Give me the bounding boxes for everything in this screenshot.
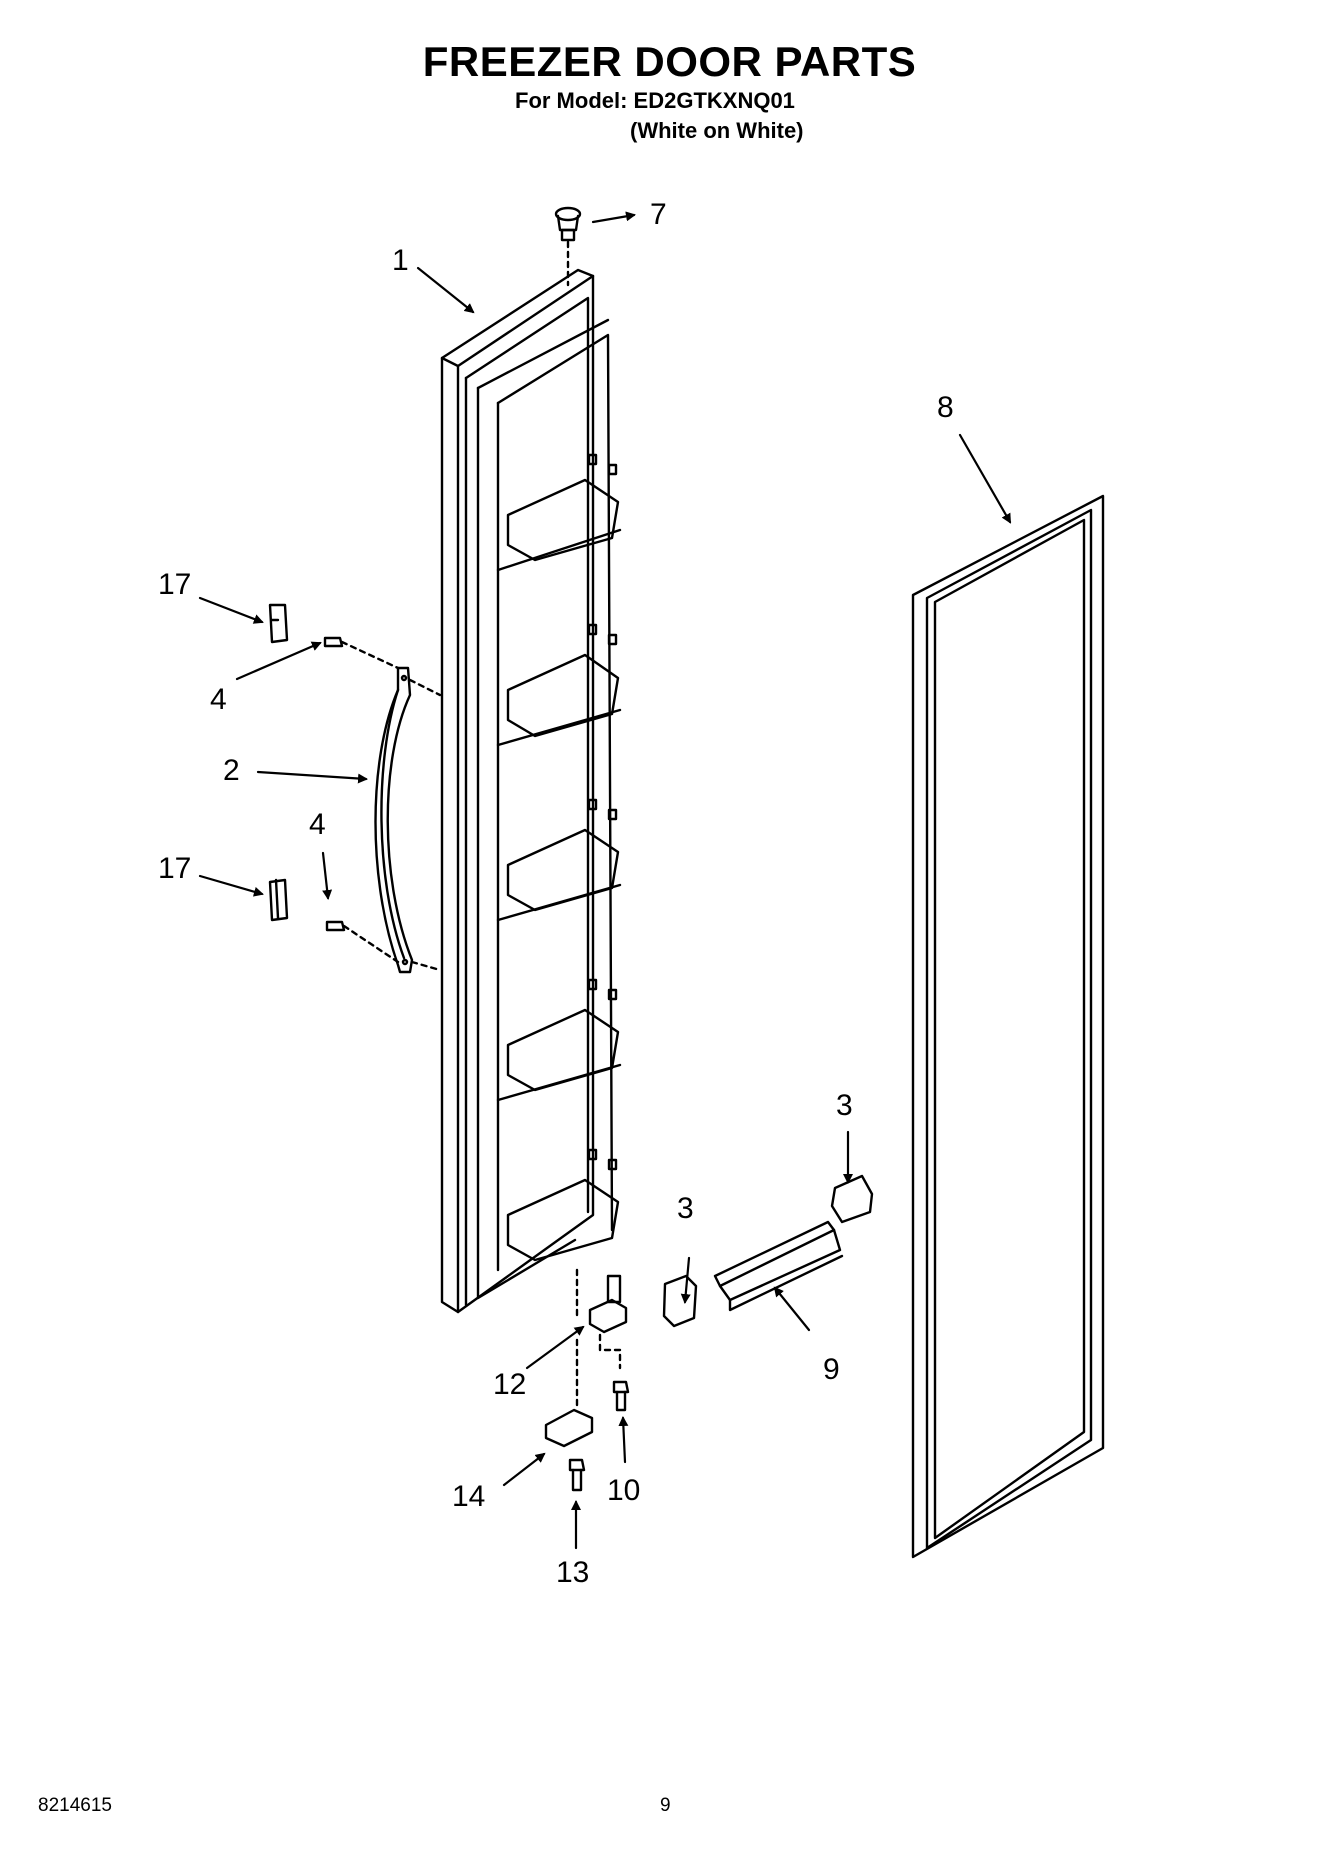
- model-line: For Model: ED2GTKXNQ01: [515, 88, 795, 113]
- door-handle-part-2: [374, 666, 442, 974]
- document-number: 8214615: [38, 1795, 112, 1816]
- callout-8: 8: [937, 391, 954, 424]
- bottom-hinge-parts: [544, 1268, 630, 1492]
- color-line: (White on White): [630, 118, 804, 143]
- callout-2: 2: [223, 754, 240, 787]
- callout-13: 13: [556, 1556, 590, 1589]
- callout-10: 10: [607, 1474, 641, 1507]
- page-number: 9: [660, 1795, 671, 1816]
- callout-12: 12: [493, 1368, 527, 1401]
- callout-3-left: 3: [677, 1192, 694, 1225]
- clips-part-3-and-strip-part-9: [662, 1174, 874, 1328]
- callout-14: 14: [452, 1480, 486, 1513]
- door-gasket-part-8: [911, 494, 1105, 1559]
- callout-4-top: 4: [210, 683, 227, 716]
- page-title: FREEZER DOOR PARTS: [422, 38, 917, 85]
- handle-caps-part-17: [268, 603, 289, 922]
- top-bushing-part-7: [554, 206, 582, 287]
- leader-arrows: [198, 211, 1012, 1550]
- callout-1: 1: [392, 244, 409, 277]
- handle-screws-part-4: [323, 636, 400, 964]
- callout-3-right: 3: [836, 1089, 853, 1122]
- callout-9: 9: [823, 1353, 840, 1386]
- callout-17-bottom: 17: [158, 852, 192, 885]
- callout-7: 7: [650, 198, 667, 231]
- freezer-door-part-1: [440, 268, 622, 1314]
- callout-17-top: 17: [158, 568, 192, 601]
- callout-4-bottom: 4: [309, 808, 326, 841]
